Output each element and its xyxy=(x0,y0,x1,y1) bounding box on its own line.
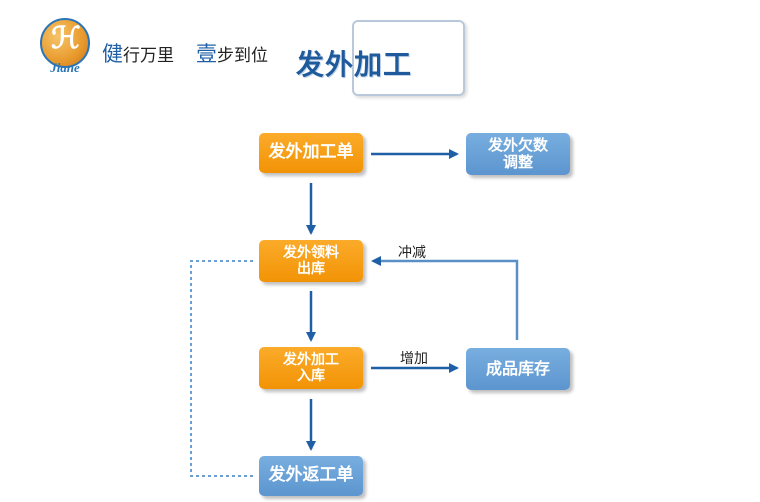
logo-text: Jiane xyxy=(50,60,80,75)
slogan-2-initial: 壹 xyxy=(196,42,217,66)
company-logo: ℋ Jiane xyxy=(34,16,96,78)
slogan-1-initial: 健 xyxy=(102,42,123,66)
node-rework-order: 发外返工单 xyxy=(259,456,363,496)
slogan-part-2: 壹步到位 xyxy=(196,38,268,68)
title-panel xyxy=(352,20,465,96)
logo-emblem xyxy=(40,18,90,68)
node-finished-goods-stock: 成品库存 xyxy=(466,348,570,390)
node-shortage-adjust: 发外欠数 调整 xyxy=(466,133,570,175)
dotted-link-issue-return xyxy=(190,260,253,477)
edge-label-add: 增加 xyxy=(400,351,428,367)
arrow-stock-to-issue xyxy=(371,256,519,340)
slogan-1-rest: 行万里 xyxy=(123,46,174,66)
edge-label-offset: 冲减 xyxy=(398,245,426,261)
page-title: 发外加工 xyxy=(296,48,413,81)
logo-glyph-icon: ℋ xyxy=(51,21,81,56)
node-outsource-order: 发外加工单 xyxy=(259,133,363,173)
node-material-issue: 发外领料 出库 xyxy=(259,240,363,282)
slogan-2-rest: 步到位 xyxy=(217,46,268,66)
node-processing-receipt: 发外加工 入库 xyxy=(259,347,363,389)
slogan-part-1: 健行万里 xyxy=(102,38,174,68)
